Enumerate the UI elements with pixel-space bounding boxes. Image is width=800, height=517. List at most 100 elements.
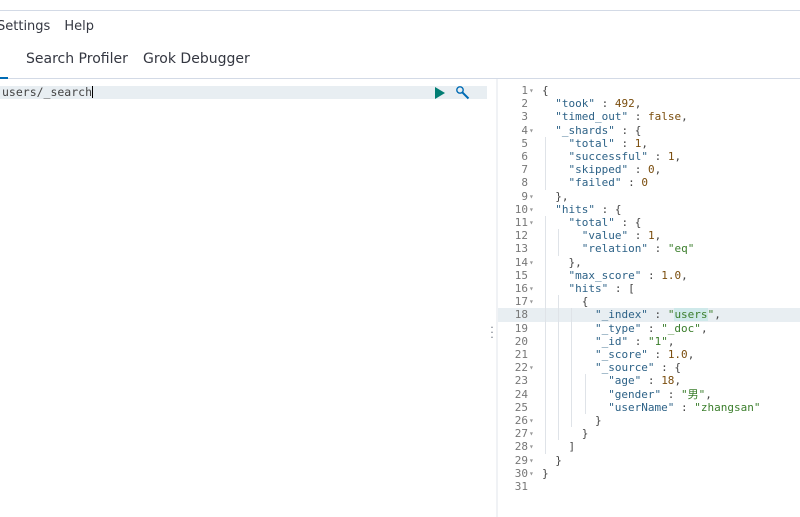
resize-handle-icon[interactable]: ··· (490, 321, 494, 344)
code-text: } (594, 414, 602, 427)
tab-console[interactable] (0, 40, 8, 79)
line-number: 4 (521, 123, 528, 137)
code-text: } (555, 453, 562, 467)
line-number: 13 (514, 242, 528, 256)
text-cursor (92, 86, 94, 98)
response-line: 20"_id" : "1", (498, 335, 800, 348)
line-number: 2 (521, 97, 528, 111)
fold-toggle-icon[interactable]: ▾ (529, 363, 534, 373)
dev-tools-tabs: Search Profiler Grok Debugger (0, 40, 800, 79)
fold-toggle-icon[interactable]: ▾ (529, 429, 534, 439)
line-number: 14 (514, 255, 528, 269)
line-number: 8 (521, 176, 528, 190)
line-number: 19 (514, 321, 528, 335)
response-line: 29▾} (498, 454, 800, 467)
top-header-strip (0, 0, 800, 11)
tab-search-profiler[interactable]: Search Profiler (26, 51, 128, 67)
fold-toggle-icon[interactable]: ▾ (529, 468, 534, 478)
response-line: 28▾] (498, 440, 800, 453)
code-text: "_id" : "1", (594, 334, 675, 348)
line-number: 9 (521, 189, 528, 203)
code-text: "_type" : "_doc", (594, 321, 708, 335)
line-number: 22 (514, 361, 528, 375)
code-text: "relation" : "eq" (581, 242, 695, 256)
response-line: 4▾"_shards" : { (498, 124, 800, 137)
response-line: 14▾}, (498, 256, 800, 269)
response-line: 8 "failed" : 0 (498, 176, 800, 189)
code-text: { (581, 295, 589, 309)
pane-divider[interactable] (496, 79, 498, 517)
indent-guide (558, 295, 560, 441)
fold-toggle-icon[interactable]: ▾ (529, 284, 534, 293)
line-number: 7 (521, 163, 528, 177)
fold-toggle-icon[interactable]: ▾ (529, 442, 534, 452)
line-number: 5 (521, 136, 528, 150)
code-text: "gender" : "男", (608, 387, 712, 401)
wrench-icon[interactable] (455, 85, 471, 101)
fold-toggle-icon[interactable]: ▾ (529, 416, 534, 425)
line-number: 1 (521, 84, 528, 97)
response-viewer: 1▾{2"took" : 492,3"timed_out" : false,4▾… (498, 84, 800, 517)
tab-grok-debugger[interactable]: Grok Debugger (143, 51, 250, 67)
indent-guide (571, 308, 573, 428)
response-line: 30▾} (498, 467, 800, 480)
line-number: 23 (514, 374, 528, 388)
indent-guide (545, 216, 546, 454)
request-editor[interactable]: users/_search (0, 79, 488, 517)
code-text: "userName" : "zhangsan" (608, 400, 761, 414)
code-text: "failed" : 0 (568, 176, 648, 190)
fold-toggle-icon[interactable]: ▾ (529, 86, 534, 95)
code-text: "max_score" : 1.0, (568, 268, 688, 282)
line-number: 15 (514, 268, 528, 282)
indent-guide (584, 374, 586, 414)
code-text: } (542, 466, 549, 480)
line-number: 11 (514, 216, 528, 229)
fold-toggle-icon[interactable]: ▾ (529, 455, 534, 465)
fold-toggle-icon[interactable]: ▾ (529, 125, 534, 135)
response-line: 5"total" : 1, (498, 137, 800, 150)
line-number: 12 (514, 229, 528, 243)
code-text: "timed_out" : false, (555, 110, 688, 124)
response-line: 11▾"total" : { (498, 216, 800, 229)
fold-toggle-icon[interactable]: ▾ (529, 297, 534, 307)
console-menu-bar: Settings Help (0, 14, 108, 38)
play-icon[interactable] (435, 87, 445, 99)
menu-help[interactable]: Help (64, 18, 94, 34)
response-line: 3 "timed_out" : false, (498, 110, 800, 123)
response-line: 23"age" : 18, (498, 374, 800, 387)
code-text: "_score" : 1.0, (594, 348, 695, 361)
response-line: 13 "relation" : "eq" (498, 242, 800, 255)
fold-toggle-icon[interactable]: ▾ (529, 204, 534, 214)
code-text: "value" : 1, (581, 229, 662, 243)
response-line: 22▾"_source" : { (498, 361, 800, 374)
response-line: 2"took" : 492, (498, 97, 800, 110)
response-line: 6"successful" : 1, (498, 150, 800, 163)
code-text: "hits" : [ (568, 282, 635, 295)
line-number: 31 (514, 480, 528, 493)
line-number: 10 (514, 202, 528, 216)
request-line-text: users/_search (2, 85, 93, 99)
response-line: 7 "skipped" : 0, (498, 163, 800, 176)
response-line: 15 "max_score" : 1.0, (498, 269, 800, 282)
line-number: 17 (514, 295, 528, 309)
request-text[interactable]: users/_search (2, 85, 94, 100)
line-number: 27 (514, 427, 528, 441)
indent-guide (545, 136, 546, 190)
response-line: 19 "_type" : "_doc", (498, 322, 800, 335)
code-text: "successful" : 1, (568, 150, 682, 163)
menu-settings[interactable]: Settings (0, 18, 51, 34)
code-text: { (542, 84, 549, 97)
line-number: 21 (514, 348, 528, 361)
line-number: 3 (521, 110, 528, 124)
code-text: "skipped" : 0, (568, 163, 662, 177)
code-text: }, (568, 255, 582, 269)
line-number: 16 (514, 282, 528, 295)
response-line: 17▾ { (498, 295, 800, 308)
fold-toggle-icon[interactable]: ▾ (529, 191, 534, 201)
fold-toggle-icon[interactable]: ▾ (529, 257, 534, 267)
response-line: 12 "value" : 1, (498, 229, 800, 242)
code-text: "_index" : "users", (594, 308, 721, 322)
fold-toggle-icon[interactable]: ▾ (529, 218, 534, 227)
line-number: 30 (514, 466, 528, 480)
response-line: 16▾ "hits" : [ (498, 282, 800, 295)
